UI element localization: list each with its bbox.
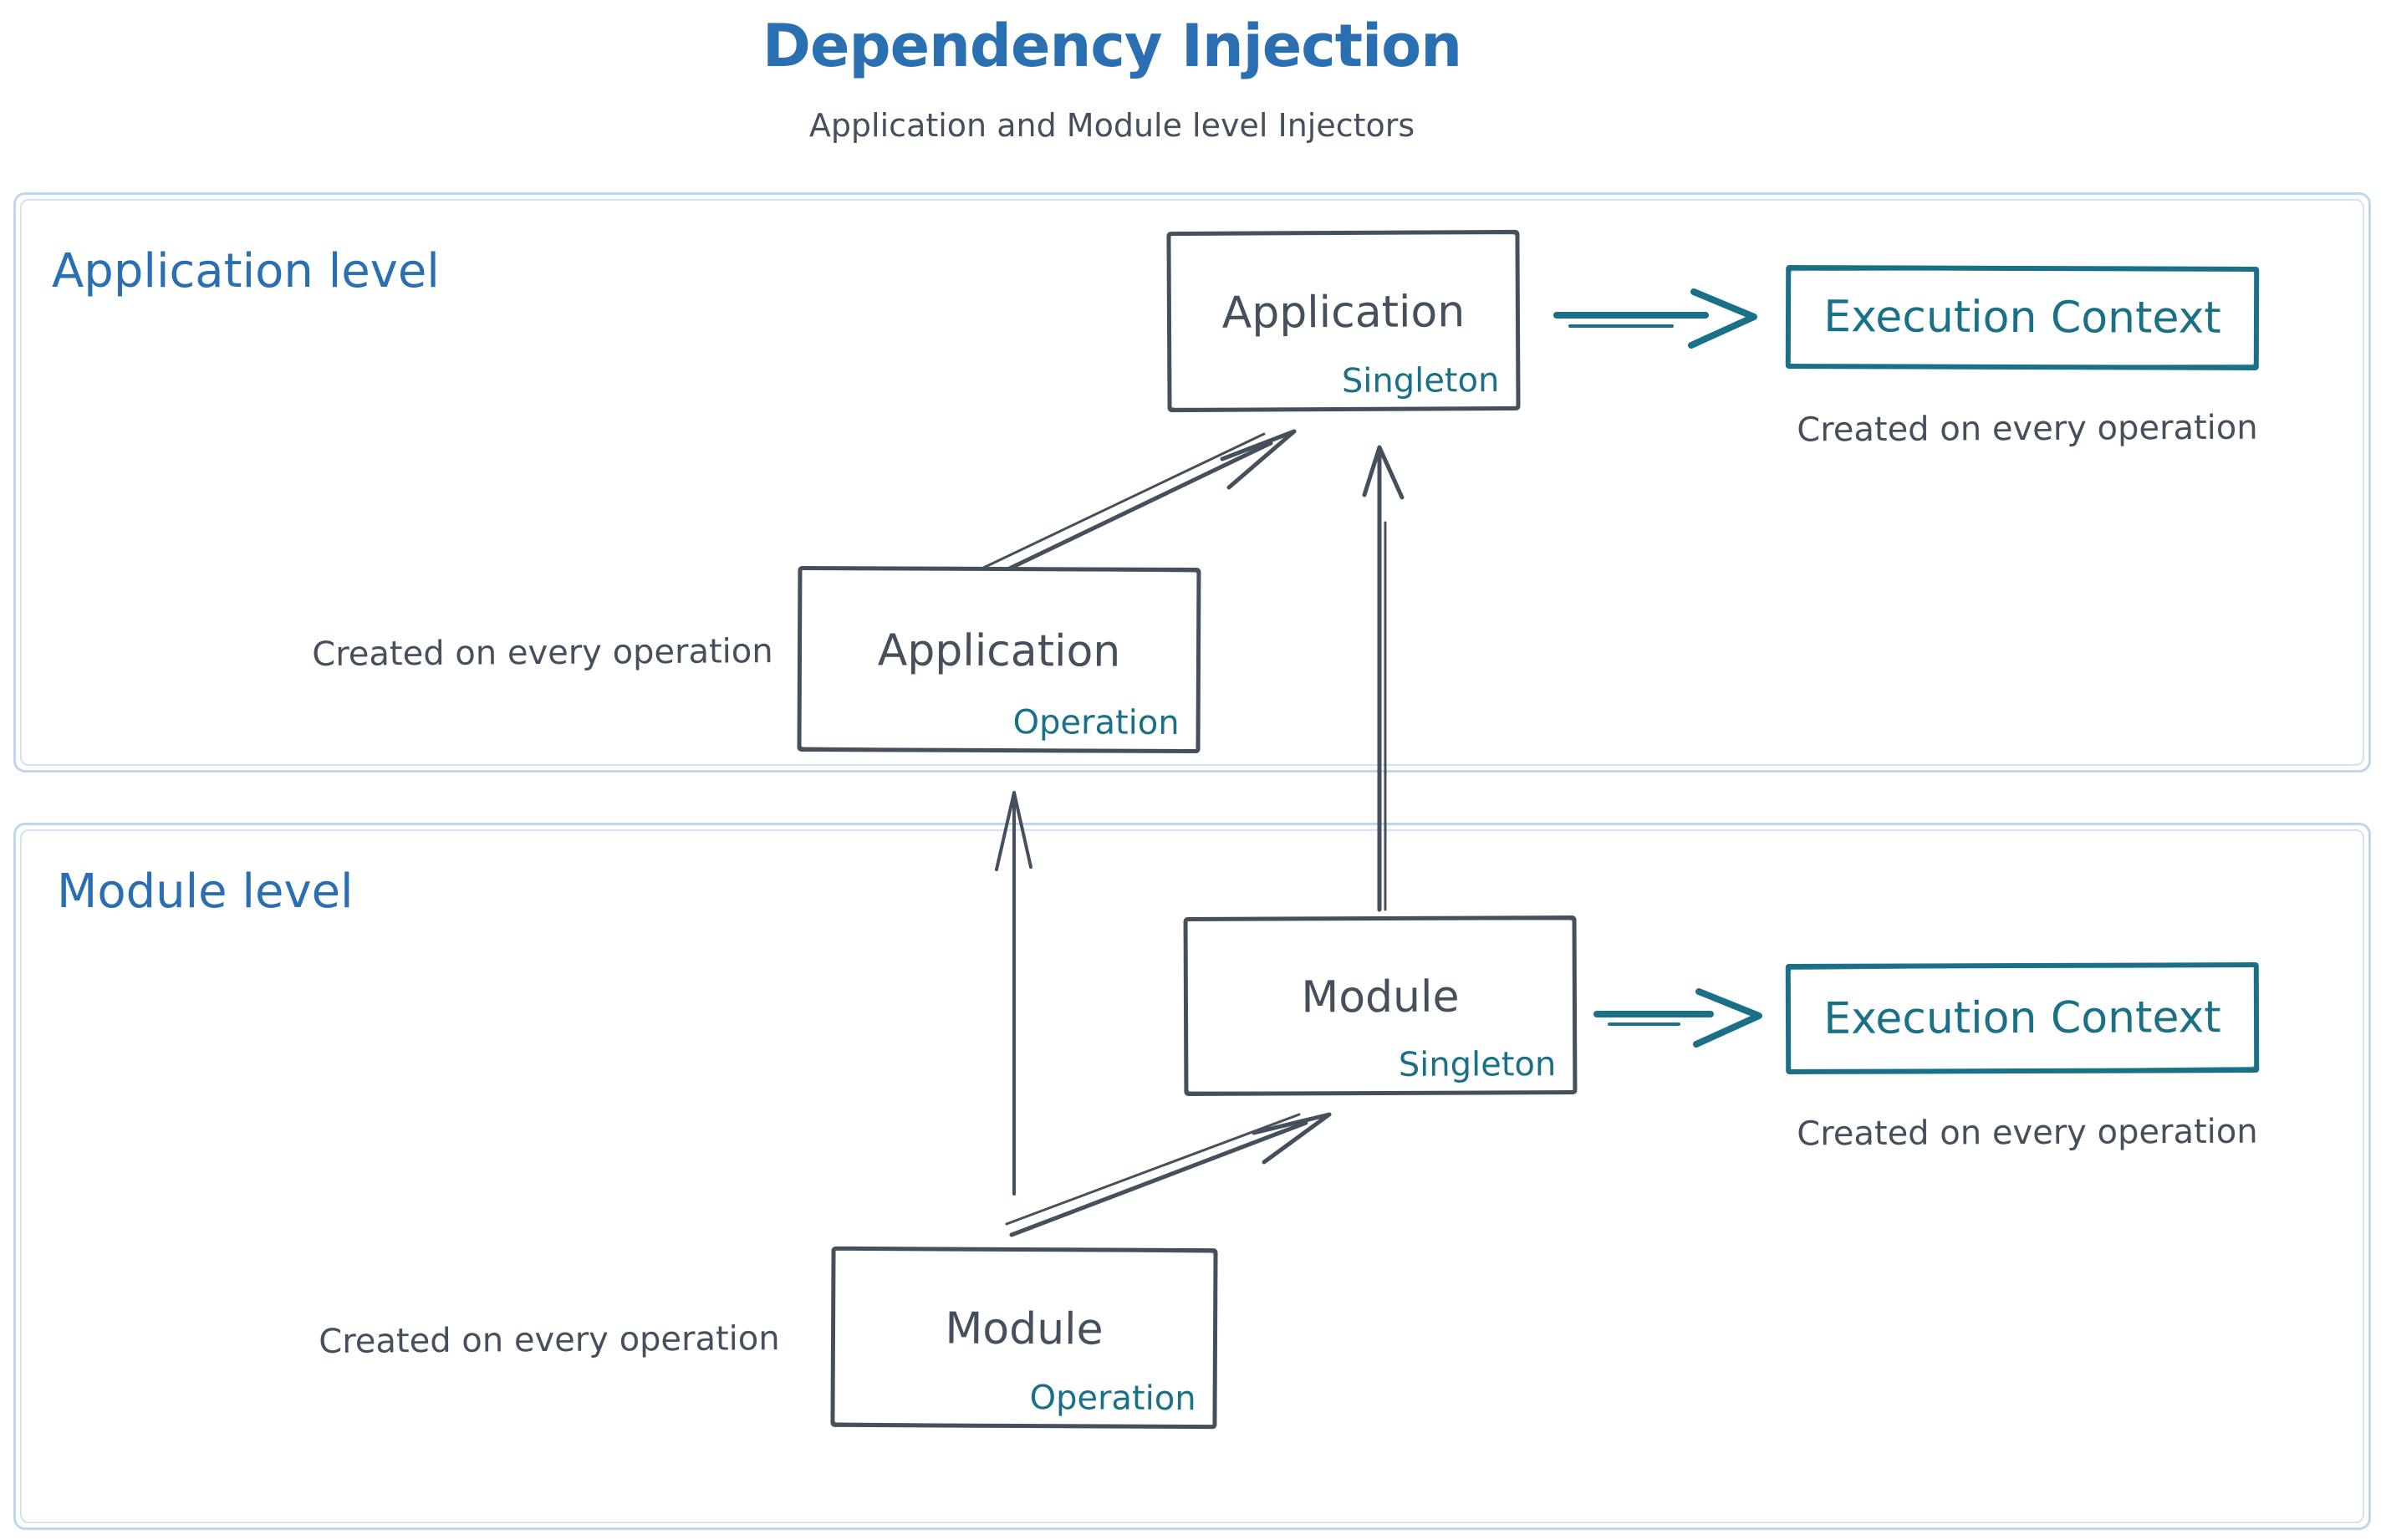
application-singleton-badge: Singleton — [1341, 361, 1500, 401]
module-execution-context-label: Execution Context — [1823, 992, 2221, 1044]
page-subtitle: Application and Module level Injectors — [808, 107, 1415, 144]
application-level-label: Application level — [52, 244, 440, 298]
module-singleton-box: Module Singleton — [1183, 915, 1578, 1097]
module-execution-note: Created on every operation — [1797, 1112, 2258, 1154]
application-singleton-box: Application Singleton — [1166, 229, 1521, 413]
application-operation-title: Application — [877, 625, 1121, 677]
module-execution-context-box: Execution Context — [1785, 962, 2260, 1074]
module-operation-badge: Operation — [1029, 1379, 1196, 1419]
module-level-container — [13, 823, 2371, 1530]
application-execution-note: Created on every operation — [1797, 408, 2258, 450]
application-level-container — [13, 192, 2371, 773]
application-singleton-title: Application — [1221, 287, 1466, 339]
application-execution-context-label: Execution Context — [1823, 292, 2221, 344]
application-execution-context-box: Execution Context — [1785, 265, 2260, 370]
page-title: Dependency Injection — [762, 12, 1462, 80]
module-operation-box: Module Operation — [830, 1246, 1218, 1430]
module-singleton-title: Module — [1301, 971, 1460, 1023]
module-operation-note: Created on every operation — [319, 1319, 780, 1361]
application-operation-box: Application Operation — [797, 565, 1201, 754]
module-level-label: Module level — [57, 864, 354, 919]
application-operation-badge: Operation — [1012, 703, 1180, 742]
module-operation-title: Module — [945, 1303, 1104, 1355]
application-operation-note: Created on every operation — [312, 632, 773, 674]
module-singleton-badge: Singleton — [1398, 1045, 1557, 1084]
